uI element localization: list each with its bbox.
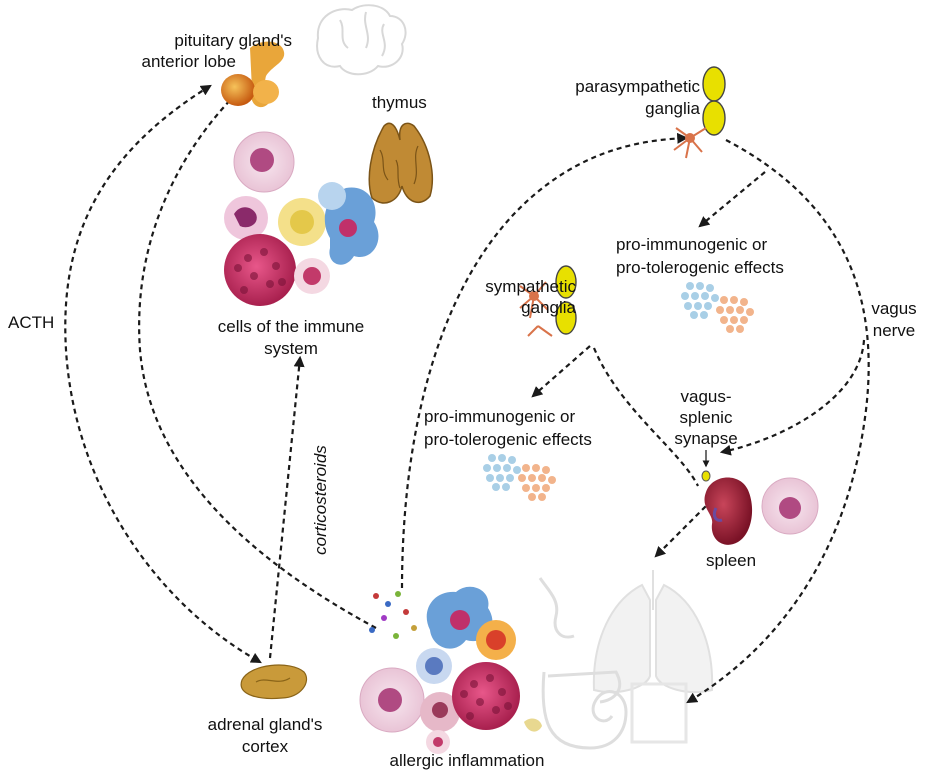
parasympathetic-label-line1: parasympathetic: [575, 77, 700, 96]
vagus-splenic-synapse-label-line2: splenic: [679, 408, 733, 427]
allergen-particles: [369, 591, 417, 639]
immune-cells-cluster: [224, 131, 379, 306]
arrow-inflammation-to-pituitary: [138, 90, 377, 629]
adrenal-gland-illustration: [240, 664, 308, 700]
thymus-label: thymus: [372, 93, 427, 112]
sympathetic-label-line1: sympathetic: [485, 277, 576, 296]
pituitary-gland-illustration: [221, 41, 285, 108]
pituitary-label-line2: anterior lobe: [141, 52, 236, 71]
immune-cells-label-line1: cells of the immune: [217, 317, 365, 336]
effects-top-label-line1: pro-immunogenic or: [616, 235, 768, 254]
parasympathetic-label-line2: ganglia: [645, 99, 700, 118]
neuron-icon: [673, 127, 707, 159]
vagus-nerve-label-line2: nerve: [872, 321, 916, 340]
vagus-splenic-synapse-label-line1: vagus-: [680, 387, 732, 406]
vagus-nerve-label-line1: vagus: [871, 299, 917, 318]
arrow-inflammation-to-parasympathetic: [400, 132, 689, 589]
pituitary-label-line1: pituitary gland's: [174, 31, 292, 50]
adrenal-label-line2: cortex: [241, 737, 289, 756]
vagus-splenic-synapse-label-line3: synapse: [674, 429, 738, 448]
parasympathetic-ganglia-illustration: [673, 66, 726, 159]
arrow-adrenal-to-immune-cells: [268, 355, 305, 659]
spleen-illustration: [704, 477, 819, 545]
sympathetic-ganglia-illustration: [519, 265, 577, 337]
allergic-inflammation-label: allergic inflammation: [389, 751, 545, 770]
arrow-parasym-to-effects-top: [698, 171, 766, 228]
arrow-acth-to-adrenal: [64, 84, 262, 664]
intestine-outline: [538, 577, 688, 750]
effects-mid-dots: [483, 454, 556, 501]
adrenal-label-line1: adrenal gland's: [207, 715, 323, 734]
acth-label: ACTH: [8, 313, 55, 332]
thymus-illustration: [368, 122, 433, 204]
effects-mid-label-line2: pro-tolerogenic effects: [424, 430, 592, 449]
spleen-label: spleen: [706, 551, 757, 570]
effects-mid-label-line1: pro-immunogenic or: [424, 407, 576, 426]
arrows: [64, 84, 870, 704]
sympathetic-label-line2: ganglia: [521, 298, 576, 317]
arrow-sym-to-effects-mid: [531, 345, 591, 398]
arrow-vagus-nerve: [686, 139, 870, 704]
neuron-icon: [519, 281, 553, 337]
arrow-spleen-to-organs: [654, 499, 713, 558]
arrow-vagus-to-synapse: [719, 339, 866, 456]
synapse-pointer: [701, 450, 711, 482]
allergic-inflammation-cluster: [359, 586, 542, 754]
immune-cells-label-line2: system: [264, 339, 318, 358]
effects-top-dots: [681, 282, 754, 333]
corticosteroids-label: corticosteroids: [311, 445, 330, 555]
brain-outline: [316, 4, 407, 76]
lungs-outline: [592, 570, 714, 694]
effects-top-label-line2: pro-tolerogenic effects: [616, 258, 784, 277]
